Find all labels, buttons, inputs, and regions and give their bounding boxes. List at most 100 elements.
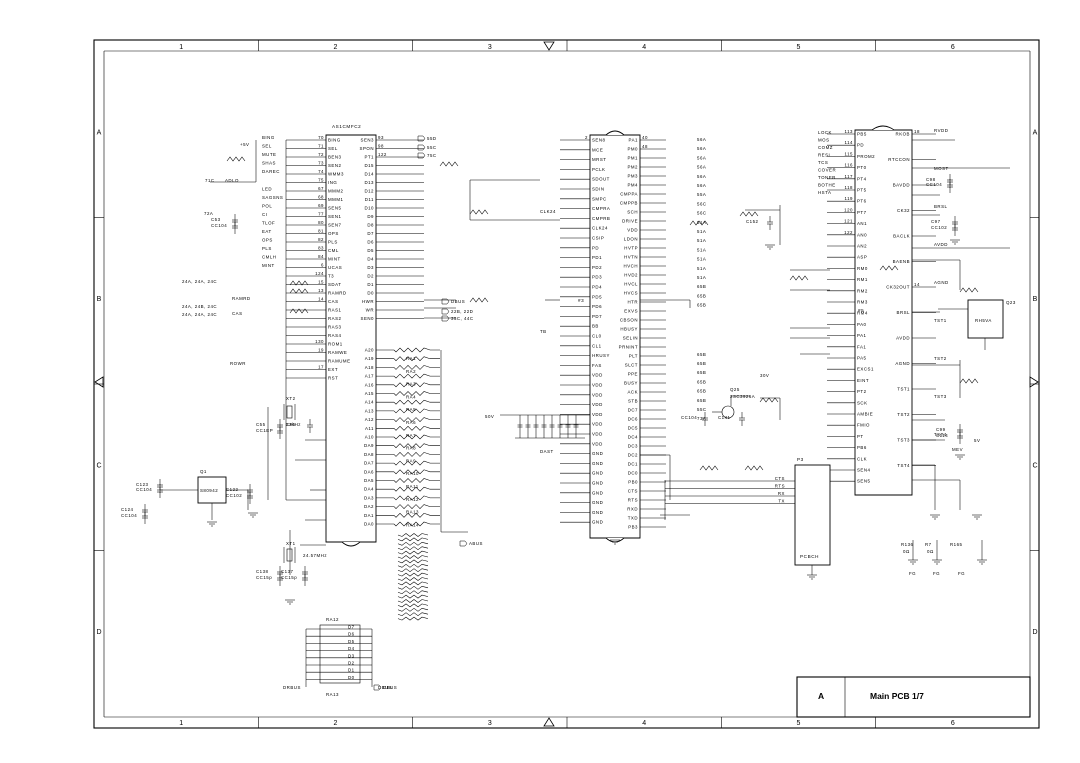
resistor-network bbox=[397, 599, 429, 603]
pin-name: D8 bbox=[367, 223, 374, 228]
pin-name: VDD bbox=[592, 441, 603, 446]
pin-name: SEN4 bbox=[857, 468, 871, 473]
signal-label: PLS bbox=[262, 246, 272, 251]
crystal-xt1: XT1 24.57MHz bbox=[283, 541, 327, 563]
u3-signal-label: COVER bbox=[818, 168, 836, 173]
port-left-label: 24A, 24A, 24C bbox=[182, 279, 217, 284]
pin-name: CMPRB bbox=[592, 216, 610, 221]
pin-name: DC2 bbox=[628, 453, 638, 458]
cap-label: C97 bbox=[931, 219, 941, 224]
pin-name: PM0 bbox=[627, 147, 638, 152]
pin-name: VDD bbox=[592, 412, 603, 417]
resistor bbox=[739, 211, 759, 217]
pin-name: RAMWE bbox=[328, 350, 347, 355]
grid-col-bottom-1: 1 bbox=[179, 720, 183, 727]
pin-name: PT7 bbox=[857, 210, 867, 215]
u2-right-pins: 40PA148PM0PM1PM2PM3PM4CMPPACMPPBSCHDRIVE… bbox=[619, 135, 666, 530]
pin-name: BAVDD bbox=[893, 183, 910, 188]
resistor-array-label: RA7 bbox=[406, 433, 416, 438]
pin-name: LDON bbox=[624, 237, 638, 242]
addr-pin-name: DA0 bbox=[364, 522, 374, 527]
pin-number: 48 bbox=[642, 144, 648, 149]
resistor-network bbox=[397, 581, 429, 586]
grid-col-top-5: 5 bbox=[797, 44, 801, 51]
pin-name: BUSY bbox=[624, 381, 638, 386]
transistor-q25: Q25 2SC3926A bbox=[712, 387, 755, 419]
resistor-array: RA1RA2RA3RA4RA5RA6RA7RA8RA9RA10RA11RA12R… bbox=[393, 347, 468, 621]
pin-name: ACK bbox=[627, 390, 638, 395]
net-labels: BINGSELMUTESHASDARECLEDSAGSNSPOLCITLOFEA… bbox=[182, 128, 980, 691]
pin-name: D15 bbox=[364, 163, 374, 168]
cap-label: CC104 bbox=[926, 182, 942, 187]
bus-right-port: DBUS bbox=[378, 685, 392, 690]
pin-name: ASP bbox=[857, 255, 867, 260]
resistor bbox=[289, 308, 309, 314]
u2-port-right-label: 51A bbox=[697, 257, 706, 262]
pin-name: D13 bbox=[364, 180, 374, 185]
pin-name: WMM3 bbox=[328, 172, 344, 177]
pin-number: 98 bbox=[378, 144, 384, 149]
port-arrow bbox=[459, 540, 468, 547]
pin-name: RAS1 bbox=[328, 308, 342, 313]
resistor-zigzag bbox=[393, 434, 440, 440]
pin-name: HRUSY bbox=[592, 353, 610, 358]
pin-name: RM0 bbox=[857, 266, 868, 271]
grid-row-left-D: D bbox=[96, 629, 101, 636]
pin-name: PT5 bbox=[857, 188, 867, 193]
pin-number: 68 bbox=[318, 195, 324, 200]
signal-label: CMLH bbox=[262, 255, 276, 260]
port-arrow bbox=[441, 298, 450, 305]
u2-port-right-label: 56A bbox=[697, 165, 706, 170]
pin-name: EXVS bbox=[624, 309, 638, 314]
pin-name: ING bbox=[328, 180, 337, 185]
resistor-zigzag bbox=[393, 408, 440, 414]
u1-right-pins: 93SEN398SPON122PT1D15D14D13D12D11D10D9D8… bbox=[360, 135, 424, 321]
u3-signal-label: COMZ bbox=[818, 145, 833, 150]
resistor bbox=[744, 465, 764, 471]
pin-number: 77 bbox=[318, 212, 324, 217]
u3-right-signal: TST3 bbox=[934, 394, 947, 399]
pin-name: VDD bbox=[592, 402, 603, 407]
pin-name: EXCS1 bbox=[857, 367, 874, 372]
cap-label: C137 bbox=[281, 569, 294, 574]
pin-name: PM4 bbox=[627, 183, 638, 188]
grid-row-left-C: C bbox=[96, 462, 101, 469]
pin-number: 80 bbox=[318, 220, 324, 225]
cap-label: CC104 bbox=[121, 513, 137, 518]
signal-label: OPS bbox=[262, 238, 273, 243]
pin-name: PD2 bbox=[592, 265, 602, 270]
cap-label: C53 bbox=[211, 217, 221, 222]
pin-number: 114 bbox=[845, 140, 854, 145]
port-right-label: DBUS bbox=[451, 299, 465, 304]
resistor-zigzag bbox=[393, 365, 440, 370]
pin-name: D3 bbox=[367, 265, 374, 270]
pin-name: VDD bbox=[627, 228, 638, 233]
bus-pin-label: D1 bbox=[348, 668, 355, 673]
addr-pin-name: A15 bbox=[365, 391, 374, 396]
pcbch-pin-name: RX bbox=[778, 491, 785, 496]
cap-label: CC15p bbox=[256, 575, 272, 580]
pin-name: HVTN bbox=[624, 255, 638, 260]
resistor-zigzag bbox=[393, 373, 440, 379]
addr-pin-name: DA5 bbox=[364, 478, 374, 483]
q1-name: Q1 bbox=[200, 469, 207, 474]
resistor-network bbox=[397, 559, 429, 564]
signal-label: POL bbox=[262, 204, 272, 209]
u3-right-signal: TST1 bbox=[934, 318, 947, 323]
pin-name: MCE bbox=[592, 147, 603, 152]
pin-name: RTCCON bbox=[888, 157, 910, 162]
pin-name: DC1 bbox=[628, 462, 638, 467]
pin-name: RAMRD bbox=[328, 291, 347, 296]
port-arrow bbox=[373, 684, 382, 691]
top-center-marker bbox=[543, 41, 555, 51]
pin-name: HTR bbox=[627, 300, 638, 305]
bus-pin-label: D2 bbox=[348, 661, 355, 666]
resistor-network bbox=[397, 607, 429, 612]
pin-name: RM1 bbox=[857, 277, 868, 282]
cap-label: C123 bbox=[136, 482, 149, 487]
